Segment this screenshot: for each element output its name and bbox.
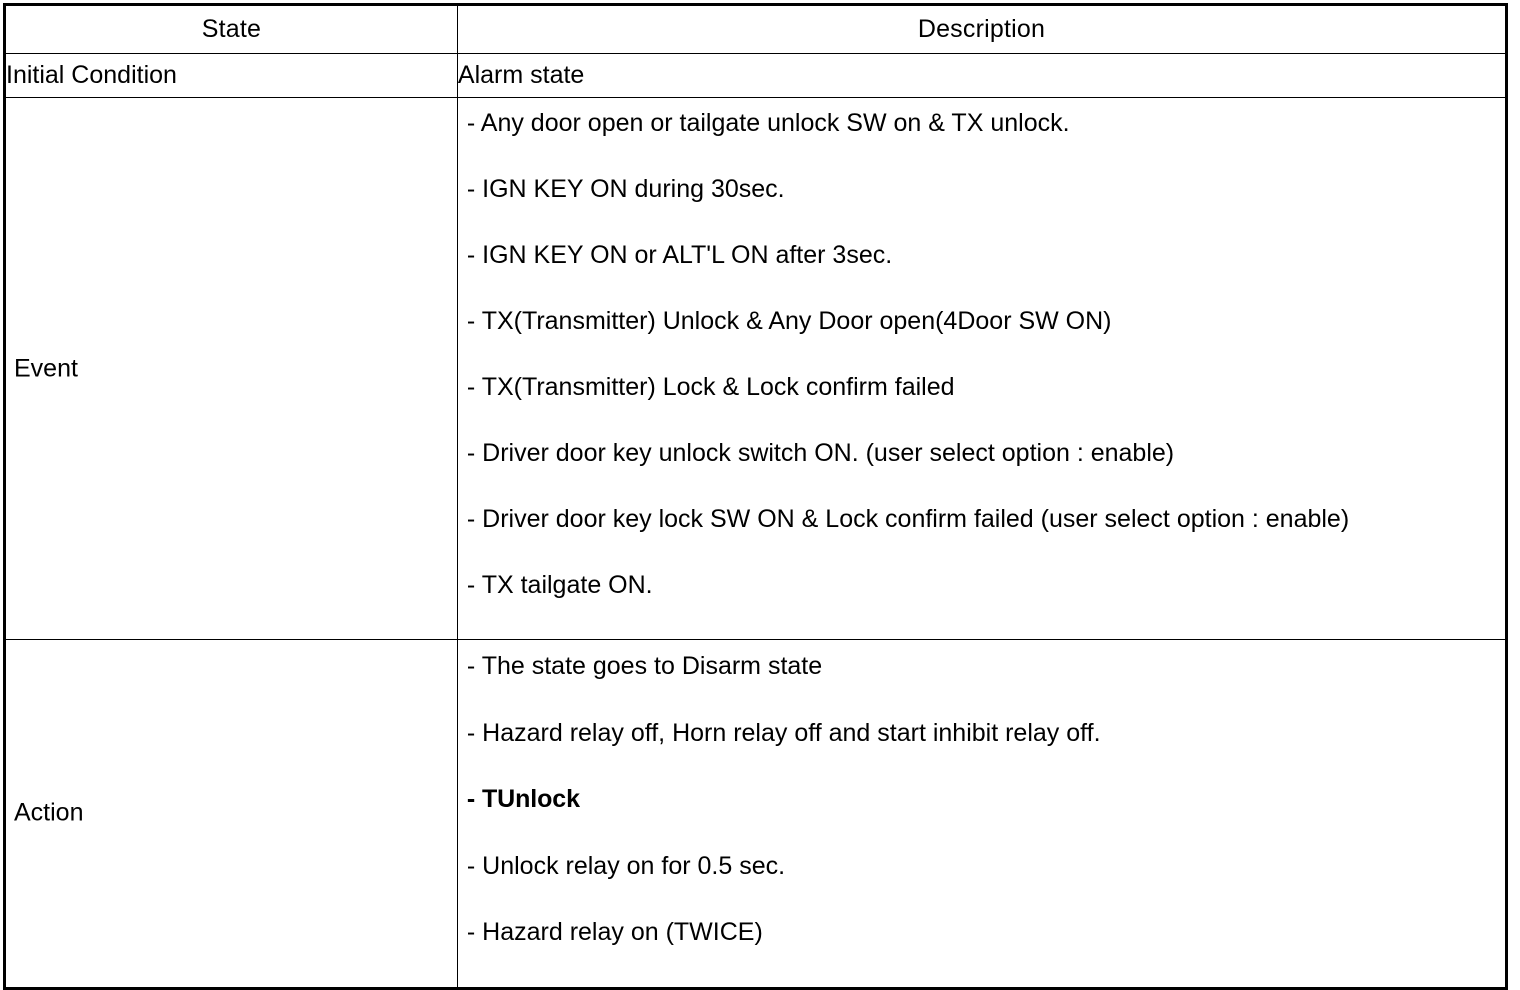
row-value-action-cell: - The state goes to Disarm state - Hazar…	[456, 639, 1508, 989]
list-item: - IGN KEY ON or ALT'L ON after 3sec.	[466, 241, 893, 269]
row-label-event: Event	[14, 354, 78, 382]
page-root: State Description Initial Condition Alar…	[3, 3, 1508, 990]
list-item: - TX(Transmitter) Unlock & Any Door open…	[466, 307, 1112, 335]
table-row-event: Event - Any door open or tailgate unlock…	[4, 97, 1508, 640]
column-header-description: Description	[456, 4, 1508, 54]
list-item: - Unlock relay on for 0.5 sec.	[466, 851, 786, 880]
event-bullet-list: - Any door open or tailgate unlock SW on…	[458, 98, 1505, 639]
list-item: - Driver door key unlock switch ON. (use…	[466, 439, 1175, 467]
row-label-event-cell: Event	[4, 97, 458, 640]
row-value-event-cell: - Any door open or tailgate unlock SW on…	[456, 97, 1508, 640]
action-bullet-list: - The state goes to Disarm state - Hazar…	[458, 640, 1505, 987]
list-item: - Hazard relay off, Horn relay off and s…	[466, 718, 1101, 747]
row-label-action-cell: Action	[4, 639, 458, 989]
list-item: - TX tailgate ON.	[466, 571, 653, 599]
table-row-initial-condition: Initial Condition Alarm state	[4, 53, 1508, 98]
column-header-state: State	[4, 4, 458, 54]
table-row-action: Action - The state goes to Disarm state …	[4, 639, 1508, 989]
row-label-initial-condition: Initial Condition	[4, 53, 458, 98]
list-item: - TX(Transmitter) Lock & Lock confirm fa…	[466, 373, 955, 401]
list-item: - IGN KEY ON during 30sec.	[466, 175, 785, 203]
list-item: - TUnlock	[466, 785, 580, 813]
list-item: - The state goes to Disarm state	[466, 652, 823, 680]
row-label-action: Action	[14, 798, 84, 827]
row-value-initial-condition: Alarm state	[456, 53, 1508, 98]
state-description-table: State Description Initial Condition Alar…	[3, 3, 1508, 990]
table-header-row: State Description	[4, 4, 1508, 54]
list-item: - Hazard relay on (TWICE)	[466, 918, 763, 946]
list-item: - Driver door key lock SW ON & Lock conf…	[466, 505, 1350, 533]
list-item: - Any door open or tailgate unlock SW on…	[466, 109, 1070, 137]
